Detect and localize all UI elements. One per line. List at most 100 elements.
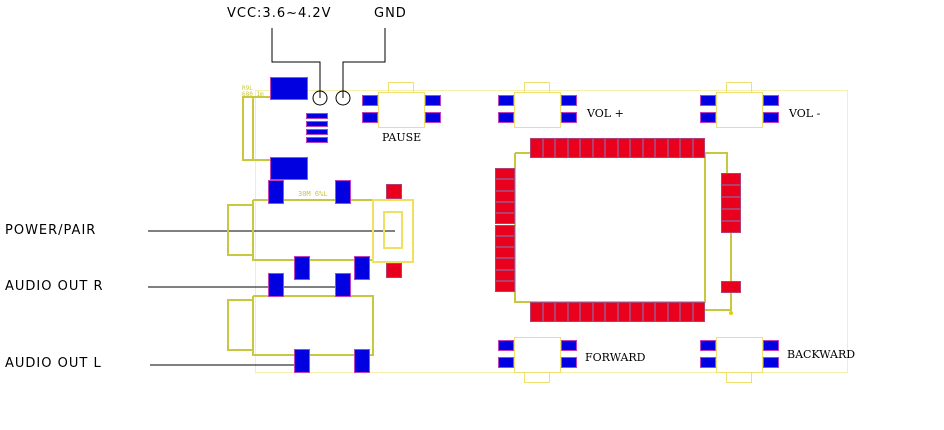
- pad: [561, 112, 577, 123]
- chip-pad: [721, 281, 741, 293]
- forward-button-tab: [524, 372, 550, 383]
- pause-label: PAUSE: [382, 131, 422, 144]
- vol-minus-label: VOL -: [789, 107, 821, 120]
- vcc-label: VCC:3.6~4.2V: [227, 6, 332, 21]
- vcc-pad: [312, 90, 328, 106]
- chip-pad: [667, 138, 680, 158]
- svg-text:680 1m: 680 1m: [242, 91, 264, 98]
- pad: [561, 95, 577, 106]
- gnd-label: GND: [374, 6, 407, 21]
- chip-pad: [680, 302, 693, 322]
- pad: [763, 112, 779, 123]
- pad: [306, 137, 328, 143]
- vol-minus-button-body: [716, 92, 763, 128]
- chip-pad: [592, 138, 605, 158]
- chip-pad: [721, 197, 741, 209]
- pad: [700, 95, 716, 106]
- pad: [498, 95, 514, 106]
- chip-pad: [495, 190, 515, 202]
- chip-pad: [567, 302, 580, 322]
- pad: [763, 340, 779, 351]
- pad: [335, 273, 351, 297]
- chip-pad: [495, 281, 515, 293]
- audio-out-l-label: AUDIO OUT L: [5, 356, 102, 371]
- chip-pad: [495, 168, 515, 180]
- chip-pad: [495, 224, 515, 236]
- chip-pad: [592, 302, 605, 322]
- pad: [294, 256, 310, 280]
- chip-pad: [580, 302, 593, 322]
- pad: [763, 95, 779, 106]
- forward-label: FORWARD: [585, 351, 646, 364]
- chip-pad: [580, 138, 593, 158]
- chip-pad: [542, 138, 555, 158]
- backward-label: BACKWARD: [787, 348, 856, 361]
- chip-pad: [667, 302, 680, 322]
- pad: [268, 273, 284, 297]
- audio-out-r-label: AUDIO OUT R: [5, 279, 104, 294]
- chip-pad: [530, 138, 543, 158]
- chip-pad: [680, 138, 693, 158]
- pad: [498, 112, 514, 123]
- chip-pad: [495, 235, 515, 248]
- chip-pad: [495, 201, 515, 214]
- vol-plus-label: VOL +: [587, 107, 624, 120]
- pad: [270, 77, 308, 100]
- chip-pad: [617, 138, 630, 158]
- pad: [306, 129, 328, 135]
- chip-pad: [530, 302, 543, 322]
- chip-pad: [555, 302, 568, 322]
- pause-button-body: [378, 92, 425, 128]
- pad: [425, 95, 441, 106]
- chip-pad: [630, 302, 643, 322]
- chip-pad: [605, 138, 618, 158]
- power-pair-label: POWER/PAIR: [5, 223, 97, 238]
- chip-pad: [721, 185, 741, 197]
- chip-pad: [495, 247, 515, 259]
- pad: [498, 340, 514, 351]
- chip-pad: [721, 173, 741, 185]
- pad: [763, 357, 779, 368]
- pad: [268, 180, 284, 204]
- svg-text:R9L: R9L: [242, 85, 253, 92]
- chip-pad: [567, 138, 580, 158]
- chip-pad: [642, 302, 655, 322]
- pad: [498, 357, 514, 368]
- chip-pad: [721, 221, 741, 233]
- pad: [306, 121, 328, 127]
- chip-pad: [495, 269, 515, 281]
- pad: [386, 263, 402, 278]
- pad: [386, 184, 402, 199]
- chip-pad: [630, 138, 643, 158]
- pad: [306, 113, 328, 119]
- forward-button-body: [514, 337, 561, 373]
- gnd-pad: [335, 90, 351, 106]
- pad: [700, 340, 716, 351]
- chip-pad: [495, 213, 515, 225]
- pad: [561, 357, 577, 368]
- pad: [270, 157, 308, 180]
- svg-text:30M 6%L: 30M 6%L: [298, 190, 328, 198]
- chip-pad: [495, 179, 515, 191]
- chip-pad: [655, 302, 668, 322]
- pad: [354, 349, 370, 373]
- pad: [561, 340, 577, 351]
- chip-pad: [605, 302, 618, 322]
- pad: [362, 95, 378, 106]
- backward-button-body: [716, 337, 763, 373]
- pad: [700, 112, 716, 123]
- vol-plus-button-body: [514, 92, 561, 128]
- chip-pad: [721, 209, 741, 221]
- pad: [335, 180, 351, 204]
- pad: [294, 349, 310, 373]
- pad: [425, 112, 441, 123]
- chip-pad: [617, 302, 630, 322]
- chip-pad: [542, 302, 555, 322]
- chip-pad: [692, 302, 705, 322]
- chip-pad: [642, 138, 655, 158]
- pad: [362, 112, 378, 123]
- backward-button-tab: [726, 372, 752, 383]
- pad: [700, 357, 716, 368]
